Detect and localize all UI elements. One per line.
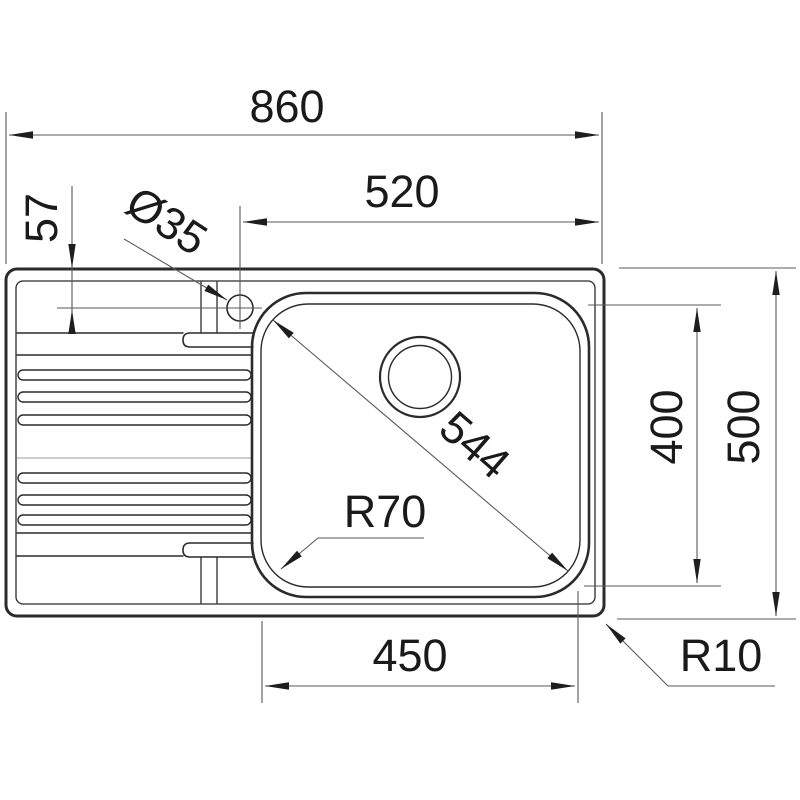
dim-overall-depth-label: 500 <box>718 389 769 464</box>
dim-bowl-radius: R70 <box>280 486 427 570</box>
drainboard-groove <box>17 391 252 403</box>
dim-outer-radius-label: R10 <box>680 630 763 681</box>
divider-ledge <box>182 281 254 604</box>
drainboard <box>16 332 252 557</box>
drainboard-groove <box>17 514 252 526</box>
dim-right-section-width-label: 520 <box>364 166 439 217</box>
dim-outer-radius: R10 <box>605 623 775 687</box>
dim-bowl-radius-label: R70 <box>344 486 427 537</box>
bowl <box>250 291 591 599</box>
drain-hole <box>378 335 462 419</box>
sink-inner-rim <box>15 280 596 605</box>
dim-bowl-depth: 400 <box>584 304 721 587</box>
drainboard-groove <box>17 414 252 426</box>
bowl-inner-edge <box>260 303 581 588</box>
dim-faucet-offset: 57 <box>16 186 76 334</box>
drainboard-groove <box>17 494 252 506</box>
dim-faucet-offset-label: 57 <box>16 193 67 243</box>
sink-outer-edge <box>4 267 606 618</box>
drain-outer-circle <box>378 335 462 419</box>
dim-overall-depth: 500 <box>617 267 796 620</box>
drainboard-groove <box>17 472 252 484</box>
dim-bowl-width-label: 450 <box>372 630 447 681</box>
leader-line <box>280 537 424 570</box>
sink-outline <box>4 267 606 618</box>
dim-bowl-depth-label: 400 <box>641 389 692 464</box>
leader-line <box>605 623 775 687</box>
faucet-hole <box>57 294 262 322</box>
dim-right-section-width: 520 <box>239 166 599 329</box>
dim-overall-width: 860 <box>5 81 603 264</box>
dim-bowl-width: 450 <box>261 591 579 703</box>
drain-inner-circle <box>387 344 453 410</box>
dim-overall-width-label: 860 <box>249 81 324 132</box>
dimension-line <box>272 319 569 572</box>
dim-bowl-diagonal-label: 544 <box>430 401 520 489</box>
drainboard-groove <box>17 369 252 381</box>
bowl-outer-edge <box>250 291 591 599</box>
ledge-tab-bottom <box>182 542 254 558</box>
dim-faucet-diameter-label: Ø35 <box>117 176 216 265</box>
leader-line <box>123 238 228 301</box>
ledge-tab-top <box>182 332 254 348</box>
